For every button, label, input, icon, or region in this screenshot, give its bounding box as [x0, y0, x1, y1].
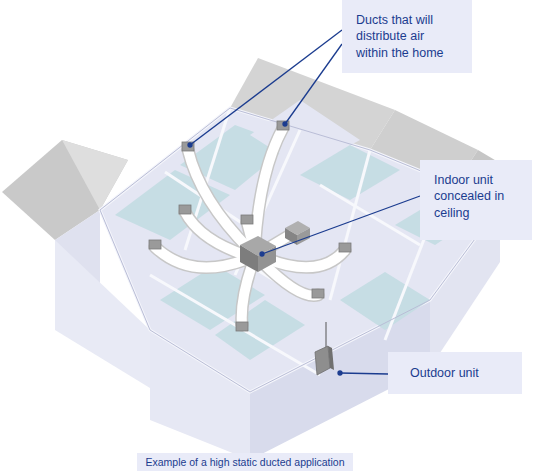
outdoor-unit — [315, 346, 330, 375]
leader-line — [340, 373, 388, 374]
leader-line — [283, 122, 287, 126]
callout-box: Indoor unit concealed in ceiling — [420, 160, 532, 240]
floor-plan — [100, 108, 500, 392]
duct — [265, 250, 345, 267]
outdoor-unit — [326, 322, 327, 348]
indoor-unit — [240, 221, 310, 272]
duct — [262, 262, 318, 296]
indoor-unit — [240, 245, 258, 272]
duct — [155, 128, 345, 325]
vent — [312, 289, 324, 298]
leader-line — [188, 143, 192, 147]
duct — [255, 128, 283, 245]
duct — [242, 265, 252, 325]
callout-box: Ducts that will distribute air within th… — [342, 0, 472, 73]
duct — [155, 128, 345, 325]
floor-plan — [330, 150, 370, 300]
duct — [185, 212, 245, 255]
floor-plan — [150, 108, 440, 375]
outdoor-unit — [315, 322, 334, 375]
leader-line — [285, 44, 342, 124]
callout-text: Indoor unit concealed in ceiling — [434, 172, 518, 221]
vent — [277, 121, 289, 130]
floor-plan — [100, 100, 500, 392]
floor-plan — [340, 272, 430, 330]
duct — [265, 250, 345, 267]
leader-line — [260, 252, 264, 256]
vent — [179, 205, 191, 214]
vent — [241, 215, 253, 224]
vent — [149, 121, 351, 331]
duct — [255, 128, 283, 245]
vent — [149, 240, 161, 249]
vent — [339, 243, 351, 252]
vent — [236, 322, 248, 331]
callout-box: Outdoor unit — [388, 352, 522, 394]
floor-plan — [300, 145, 400, 200]
leader-line — [262, 196, 420, 254]
callout-text: Ducts that will distribute air within th… — [356, 12, 458, 61]
callout-text: Outdoor unit — [410, 365, 512, 381]
caption: Example of a high static ducted applicat… — [137, 453, 352, 471]
duct — [155, 247, 245, 268]
leader-line — [190, 30, 342, 145]
leader-line — [338, 371, 342, 375]
duct — [242, 265, 252, 325]
duct — [155, 128, 345, 325]
floor-plan — [215, 300, 305, 360]
outdoor-unit — [328, 346, 334, 370]
leader-line — [188, 30, 420, 375]
